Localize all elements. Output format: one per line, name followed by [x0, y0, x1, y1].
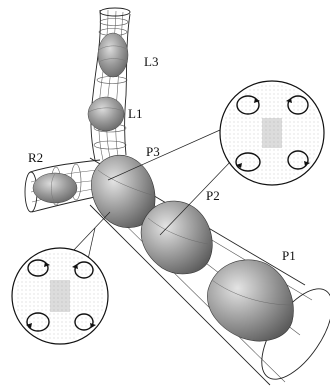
- label-p1: P1: [282, 248, 296, 263]
- bolus-l3: [98, 33, 128, 77]
- label-r2: R2: [28, 150, 43, 165]
- label-p2: P2: [206, 188, 220, 203]
- bolus-p1: [207, 260, 293, 341]
- label-l3: L3: [144, 54, 158, 69]
- cross-section-inset-lower: [12, 248, 108, 344]
- label-p3: P3: [146, 144, 160, 159]
- cross-section-inset-upper: [220, 81, 324, 185]
- bolus-l1: [88, 97, 124, 131]
- label-l1: L1: [128, 106, 142, 121]
- upper-branch-tube: [91, 8, 130, 160]
- bolus-r2: [33, 173, 77, 203]
- bolus-p2: [141, 201, 212, 274]
